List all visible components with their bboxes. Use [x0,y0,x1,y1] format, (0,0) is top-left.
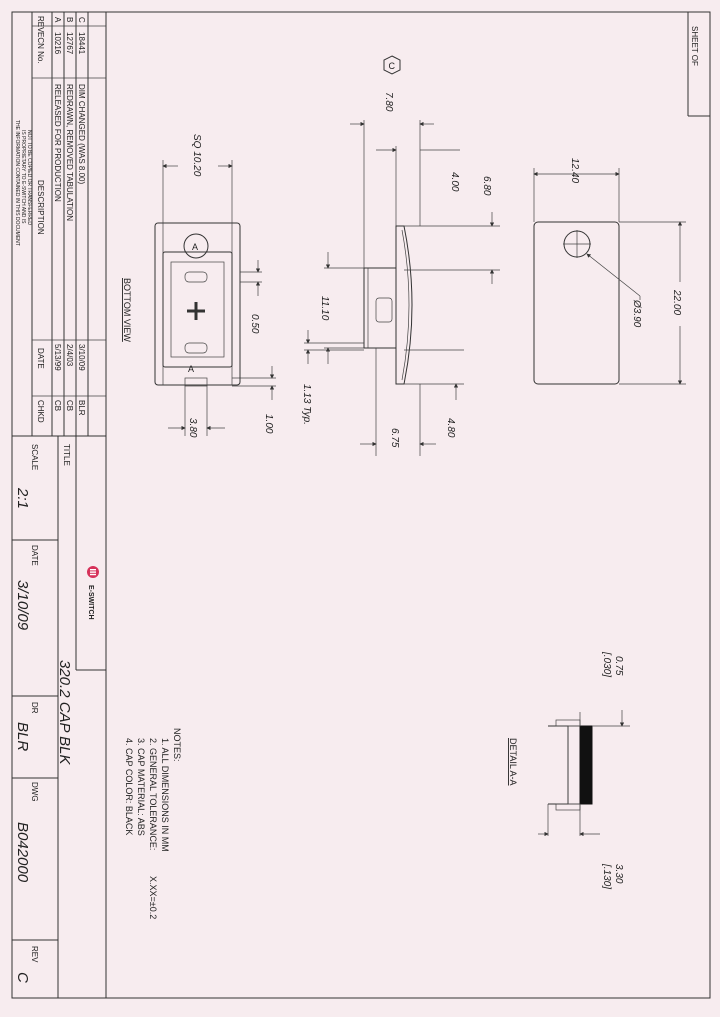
dwg-value: B042000 [14,822,31,883]
dim-0-50: 0.50 [249,314,260,334]
revision-marker-hex [383,55,401,75]
bottom-view-outline [154,222,241,386]
switch-inner [170,261,225,358]
note-2-tolerance: X.XX=±0.2 [148,876,158,919]
company-name: E-SWITCH [87,585,94,620]
date-label: DATE [30,545,39,566]
cap-face [533,221,620,385]
rev-c-letter: C [77,17,86,23]
rev-b-letter: B [65,17,74,22]
rev-a-chkd: CB [53,400,62,411]
e-switch-logo: E-SWITCH [87,566,99,620]
bottom-view: A A BOTTOM VIEW SQ 10.20 0.50 1.00 3.80 [122,134,276,438]
terminal-top [184,271,208,283]
dim-3-30: 3.30 [613,864,624,884]
scale-value: 2:1 [14,487,31,509]
section-mark-a: A [192,242,198,252]
notice-line-2: IS PROPRIETARY TO E-SWITCH AND IS [20,130,26,224]
ecn-header: ECN No. [36,32,45,64]
dim-3-80: 3.80 [187,418,198,438]
dim-4-00: 4.00 [449,172,460,192]
rev-c-date: 3/10/09 [77,344,86,371]
notice-line-1: THE INFORMATION CONTAINED IN THIS DOCUME… [14,120,20,246]
terminal-bottom [184,342,208,354]
dwg-label: DWG [30,782,39,802]
note-1: 1. ALL DIMENSIONS IN MM [160,738,170,852]
detail-a-a: DETAIL A-A 0.75 [.030] 3.30 [.130] [508,651,630,889]
note-2: 2. GENERAL TOLERANCE: [148,738,158,850]
chkd-header: CHKD [36,400,45,423]
dim-7-80: 7.80 [383,92,394,112]
revision-marker-letter: C [389,61,396,71]
notes-block: NOTES: 1. ALL DIMENSIONS IN MM 2. GENERA… [124,728,182,919]
note-3: 3. CAP MATERIAL: ABS [136,738,146,836]
dim-0-75-inch: [.030] [601,651,612,677]
dim-0-75: 0.75 [613,656,624,676]
plus-sign [187,302,205,320]
dim-1-00: 1.00 [263,414,274,434]
drawing-title: 320.2 CAP BLK [56,660,73,766]
dim-6-75: 6.75 [389,428,400,448]
rev-header: REV. [36,16,45,34]
stem-post [375,297,393,323]
note-4: 4. CAP COLOR: BLACK [124,738,134,835]
rev-b-ecn: 12767 [65,32,74,55]
dim-6-80: 6.80 [481,176,492,196]
notes-heading: NOTES: [172,728,182,762]
rev-c-chkd: BLR [77,400,86,416]
dim-sq-10-20: SQ 10.20 [191,134,202,177]
rev-label: REV [30,946,39,963]
dr-value: BLR [14,722,31,751]
rev-c-ecn: 18441 [77,32,86,55]
switch-frame [162,251,233,368]
detail-label: DETAIL A-A [508,738,518,786]
section-circle-a [183,233,209,259]
dim-1-13-typ: 1.13 Typ. [301,384,312,425]
rev-a-ecn: 10216 [53,32,62,55]
top-view: 12.40 22.00 Ø3.90 [533,158,686,385]
rev-value: C [14,972,31,983]
notice-line-3: NOT TO BE COPIED OR TRANSFERRED [26,130,32,225]
revision-table: REV. ECN No. DESCRIPTION DATE CHKD A 102… [12,12,107,437]
rev-b-chkd: CB [65,400,74,411]
cap-profile [395,225,413,385]
sheet-of-box: SHEET OF [687,12,710,117]
rev-a-date: 5/13/99 [53,344,62,371]
dim-3-30-inch: [.130] [601,863,612,889]
stem [363,267,397,349]
rev-a-description: RELEASED FOR PRODUCTION [53,84,62,202]
section-mark-a2: A [188,364,194,374]
date-header: DATE [36,348,45,369]
date-value: 3/10/09 [14,580,31,631]
dim-22-00: 22.00 [671,289,682,315]
description-header: DESCRIPTION [36,180,45,235]
bottom-tab [184,377,208,387]
side-view: C 7.80 4.00 6.80 11.10 1.13 Typ. [301,55,500,456]
sheet-of-label: SHEET OF [690,26,699,66]
dim-4-80: 4.80 [445,418,456,438]
detail-stem [567,725,581,805]
dim-dia-3-90: Ø3.90 [631,299,642,328]
scale-label: SCALE [30,444,39,470]
dim-11-10: 11.10 [319,296,330,321]
sheet-border [11,11,711,999]
detail-cap-wall [579,725,593,805]
rev-a-letter: A [53,17,62,23]
bottom-view-label: BOTTOM VIEW [122,278,132,342]
rev-c-description: DIM CHANGED (WAS 8.00) [77,84,86,184]
rev-b-date: 2/4/03 [65,344,74,367]
dr-label: DR [30,702,39,714]
title-block: TITLE 320.2 CAP BLK E-SWITCH SCALE 2:1 D… [11,436,107,998]
dim-12-40: 12.40 [569,158,580,183]
rev-b-description: REDRAWN, REMOVED TABULATION [65,84,74,221]
title-label: TITLE [62,444,71,466]
